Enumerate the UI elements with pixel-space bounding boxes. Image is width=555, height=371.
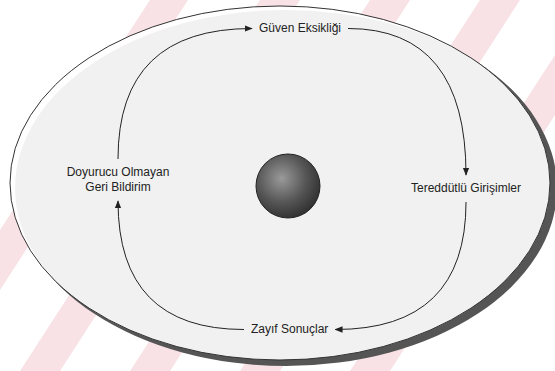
- step-label: Doyurucu Olmayan Geri Bildirim: [62, 163, 174, 197]
- center-sphere: [256, 154, 320, 218]
- cycle-step: Doyurucu Olmayan Geri Bildirim: [62, 163, 174, 197]
- cycle-step: Tereddütlü Girişimler: [408, 179, 524, 198]
- step-label: Tereddütlü Girişimler: [408, 179, 524, 198]
- cycle-arrow: [335, 202, 466, 330]
- cycle-step: Zayıf Sonuçlar: [248, 320, 331, 339]
- step-label: Güven Eksikliği: [256, 19, 344, 38]
- outer-ellipse: [10, 6, 550, 360]
- step-label: Zayıf Sonuçlar: [248, 320, 331, 339]
- cycle-arrow: [118, 29, 252, 160]
- cycle-arrow: [118, 201, 244, 330]
- cycle-arrow: [348, 29, 466, 176]
- cycle-step: Güven Eksikliği: [256, 19, 344, 38]
